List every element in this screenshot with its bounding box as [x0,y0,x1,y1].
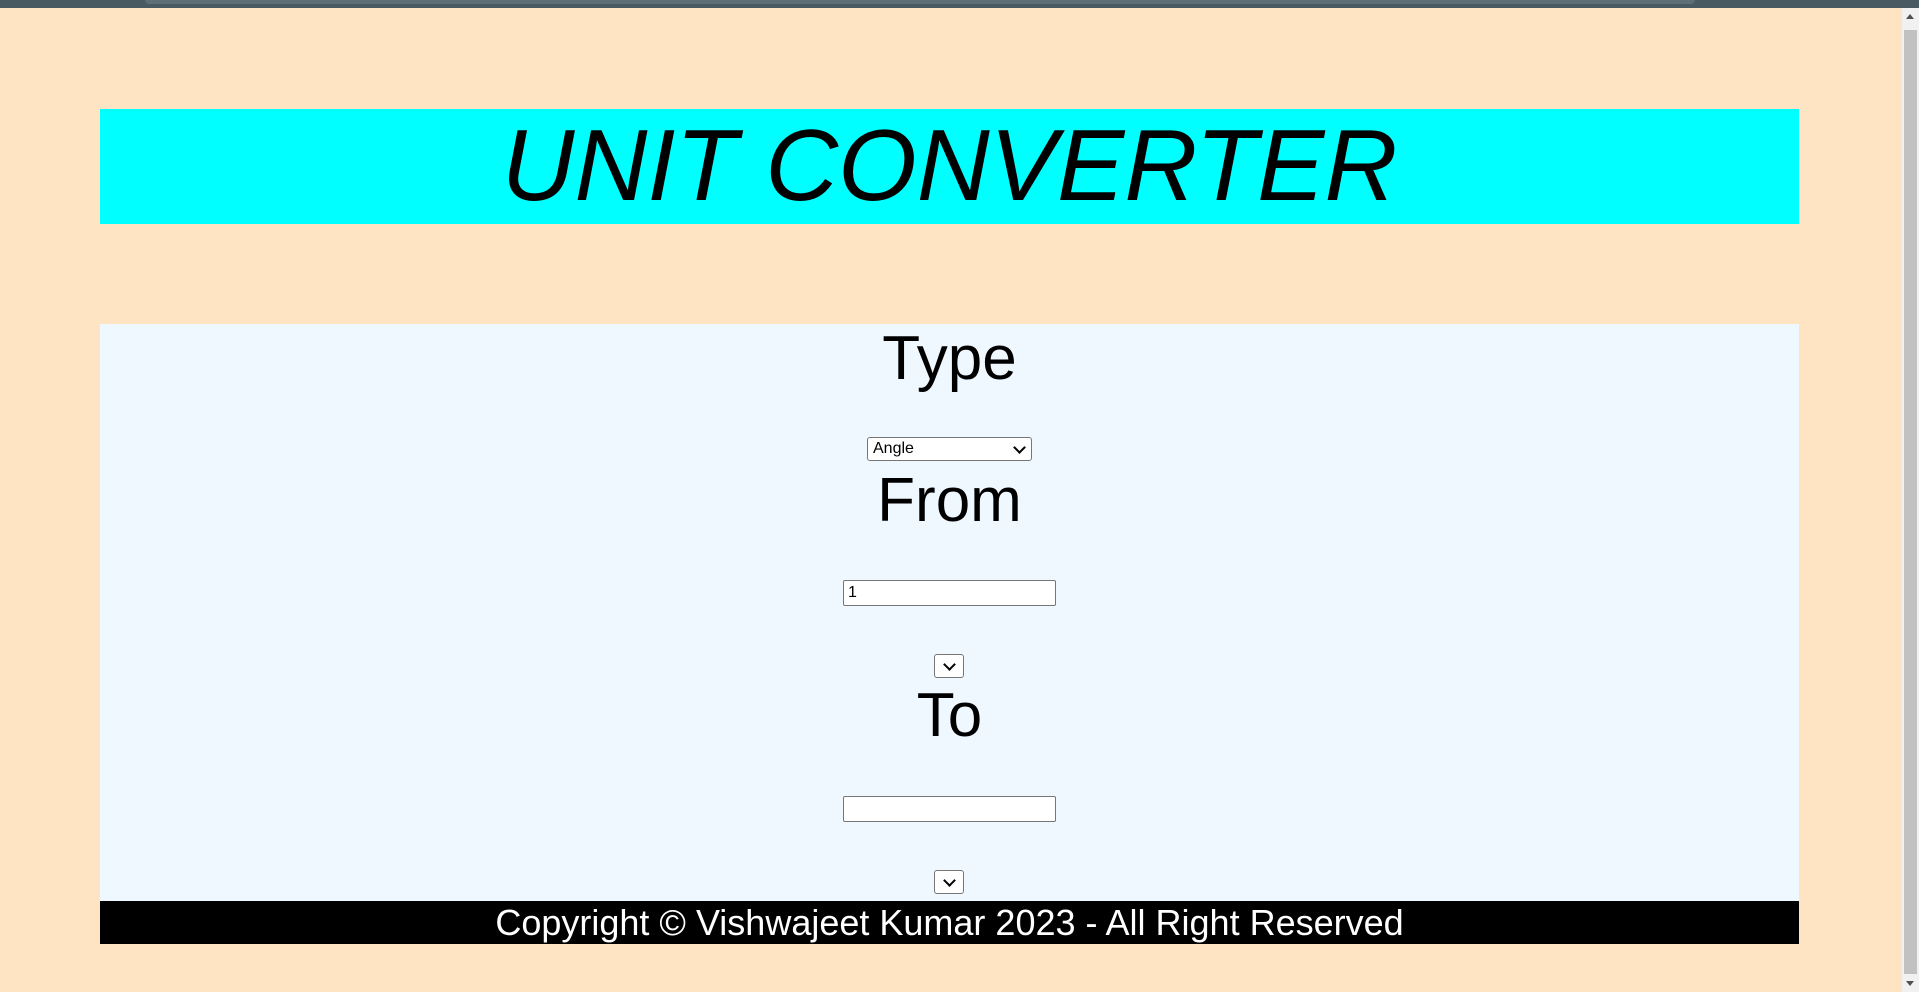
chevron-down-icon [943,658,956,671]
page-title: UNIT CONVERTER [501,110,1398,222]
to-unit-select[interactable] [934,870,964,894]
from-unit-select[interactable] [934,654,964,678]
scroll-up-arrow-icon [1906,14,1914,19]
browser-tab-edge [145,0,1695,4]
vertical-scrollbar[interactable] [1902,8,1919,992]
type-label: Type [882,324,1017,393]
scroll-up-button[interactable] [1902,8,1919,25]
chevron-down-icon [1013,441,1026,454]
page-header: UNIT CONVERTER [100,109,1799,224]
type-select[interactable]: Angle [867,437,1032,461]
page-footer: Copyright © Vishwajeet Kumar 2023 - All … [100,901,1799,944]
type-select-value: Angle [873,440,914,457]
scroll-down-button[interactable] [1902,975,1919,992]
to-label: To [916,681,983,750]
from-value-input[interactable]: 1 [843,580,1056,606]
from-value-text: 1 [848,584,857,601]
browser-top-edge [0,0,1919,8]
footer-copyright: Copyright © Vishwajeet Kumar 2023 - All … [495,902,1404,943]
from-label: From [877,466,1022,535]
to-value-input[interactable] [843,796,1056,822]
chevron-down-icon [943,874,956,887]
scroll-down-arrow-icon [1906,981,1914,986]
scroll-thumb[interactable] [1904,30,1917,974]
converter-panel: Type Angle From 1 To [100,324,1799,901]
